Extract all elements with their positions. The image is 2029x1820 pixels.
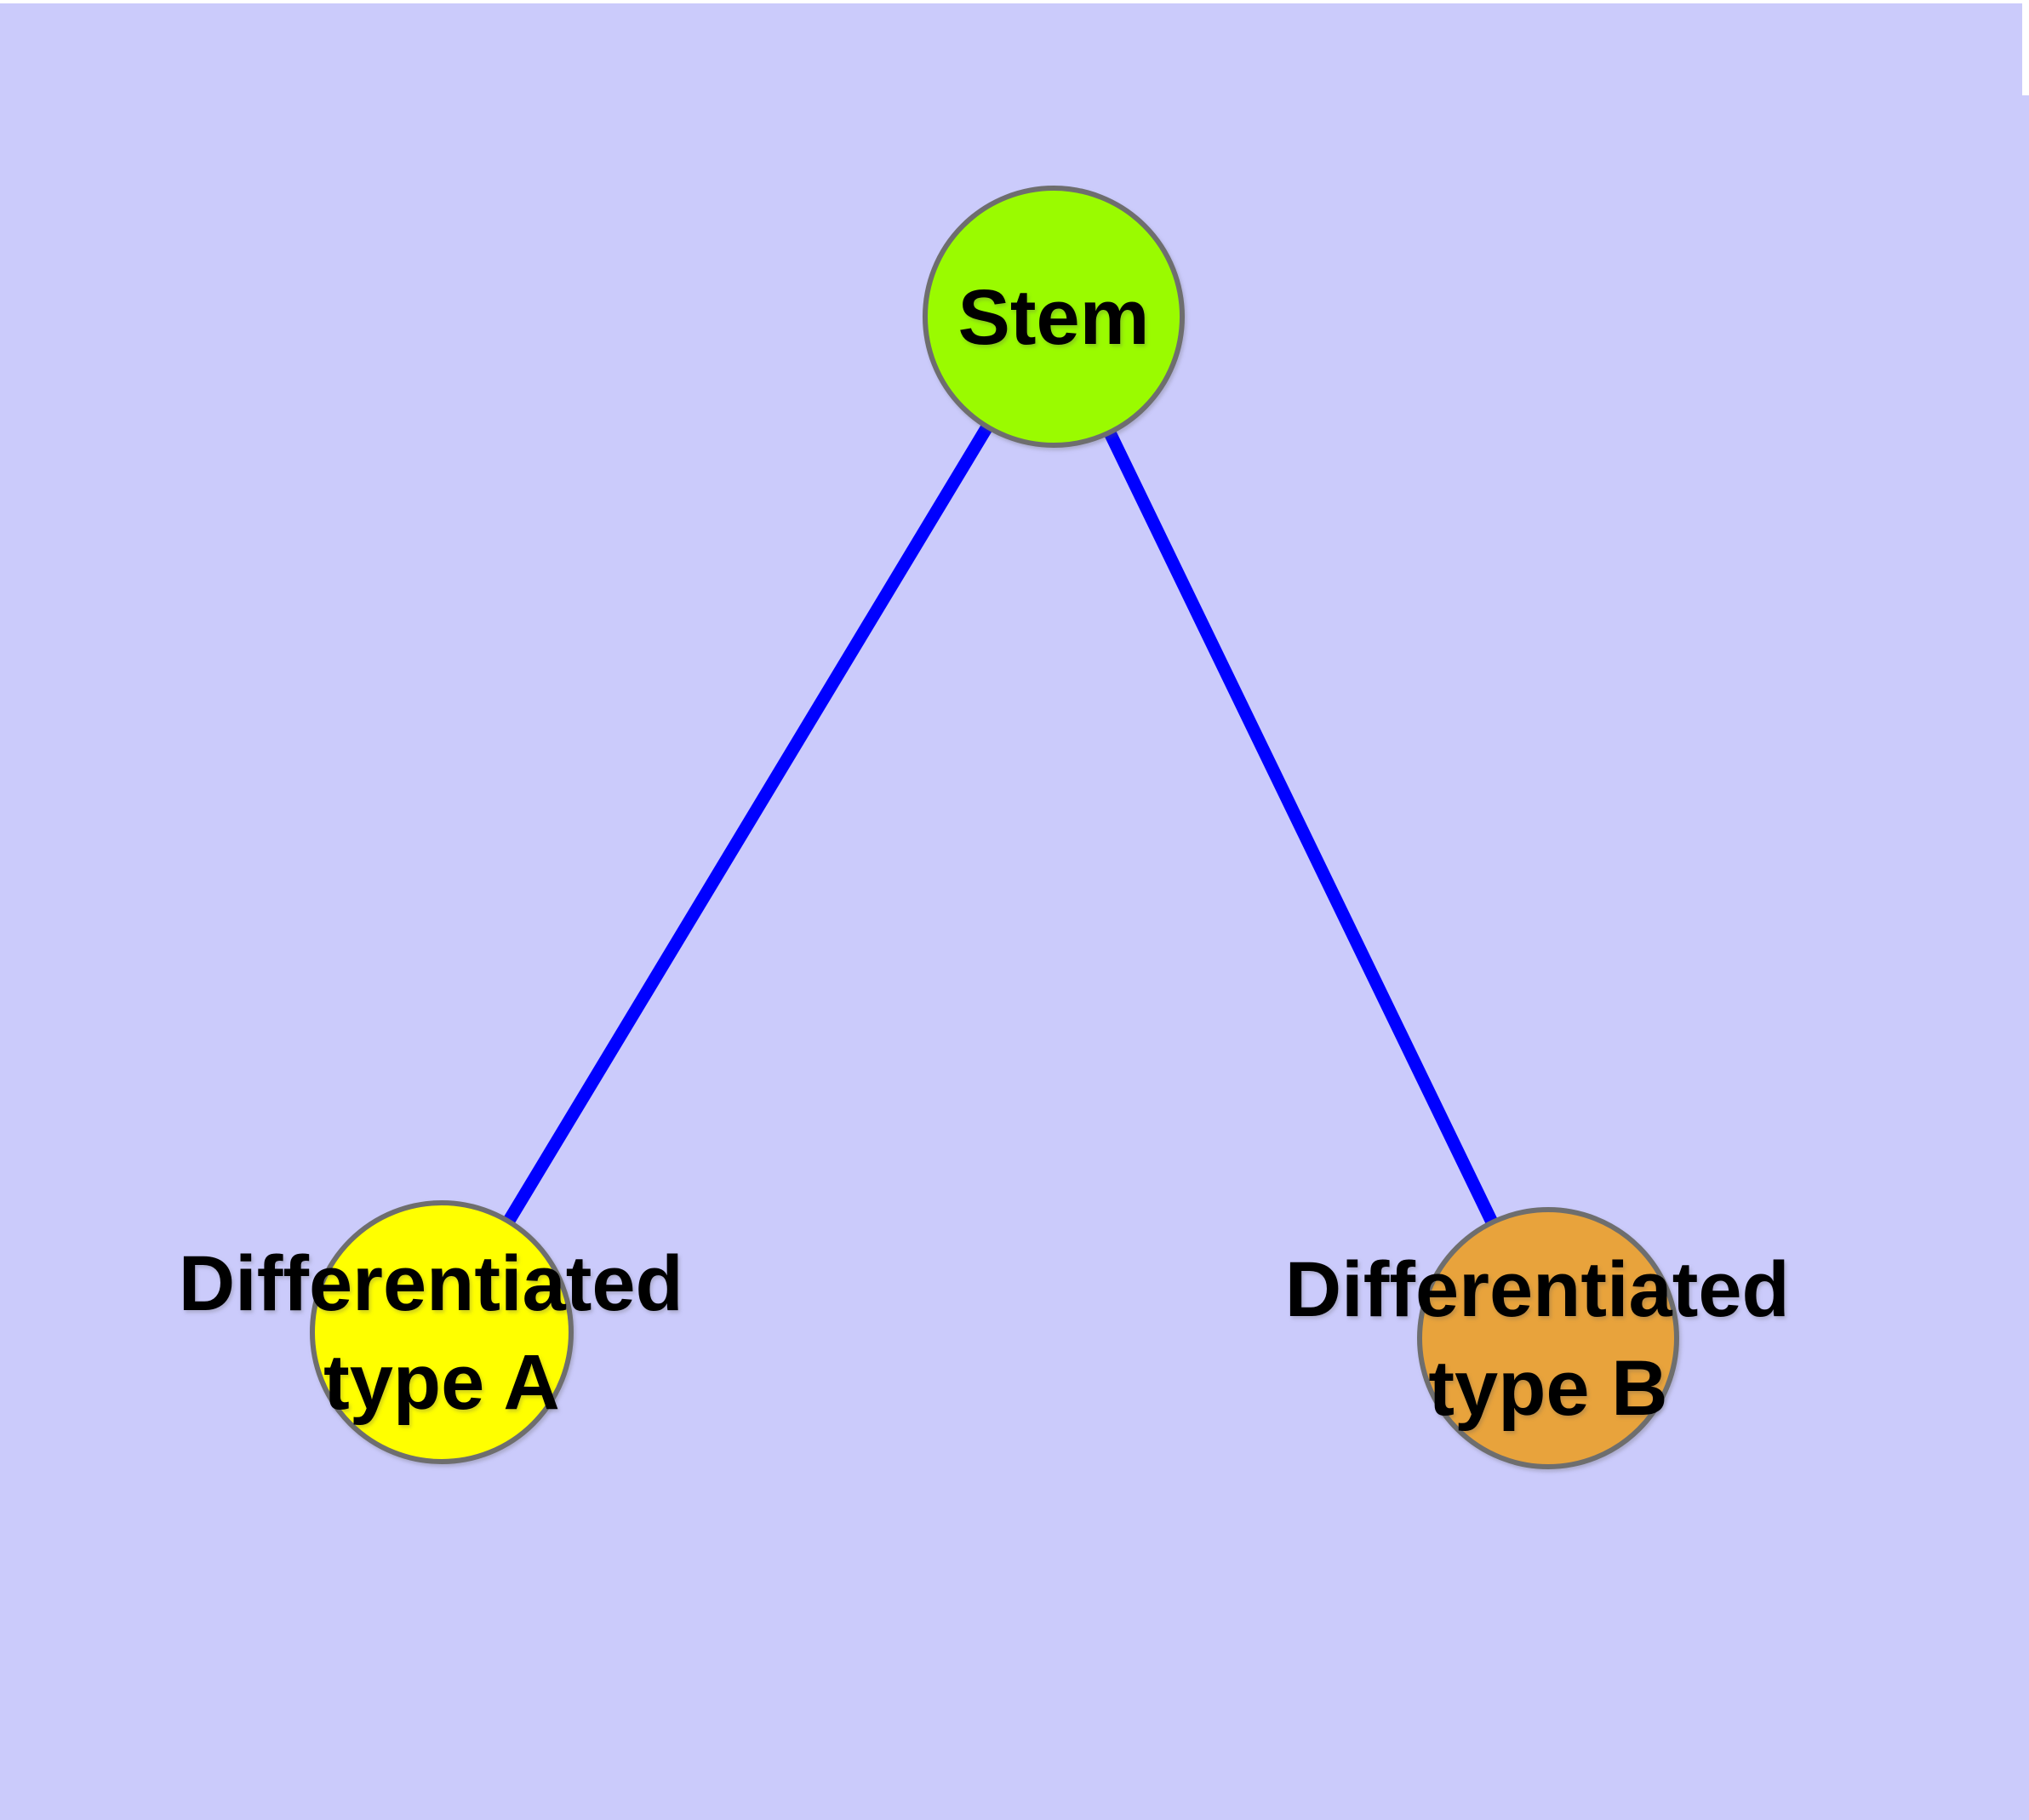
edge-stem-to-type-a (436, 313, 1060, 1336)
node-type-b-label: Differentiated type B (1285, 1246, 1812, 1432)
node-type-a-label: Differentiated type A (179, 1240, 706, 1426)
node-type-a-label-line2: type A (323, 1339, 560, 1426)
node-type-b-label-line1: Differentiated (1285, 1246, 1790, 1333)
node-stem-label: Stem (958, 274, 1150, 361)
edge-stem-to-type-b (1048, 313, 1554, 1342)
node-type-a-circle (310, 1200, 574, 1464)
node-type-b-circle (1417, 1207, 1679, 1469)
node-type-b-label-line2: type B (1428, 1345, 1667, 1432)
node-type-a-label-line1: Differentiated (179, 1240, 683, 1327)
edges (436, 313, 1554, 1342)
nodes (310, 186, 1679, 1469)
node-labels: Stem Differentiated type A Differentiate… (179, 274, 1812, 1432)
window-corner-margin (2022, 0, 2029, 95)
node-stem-circle (923, 186, 1185, 448)
